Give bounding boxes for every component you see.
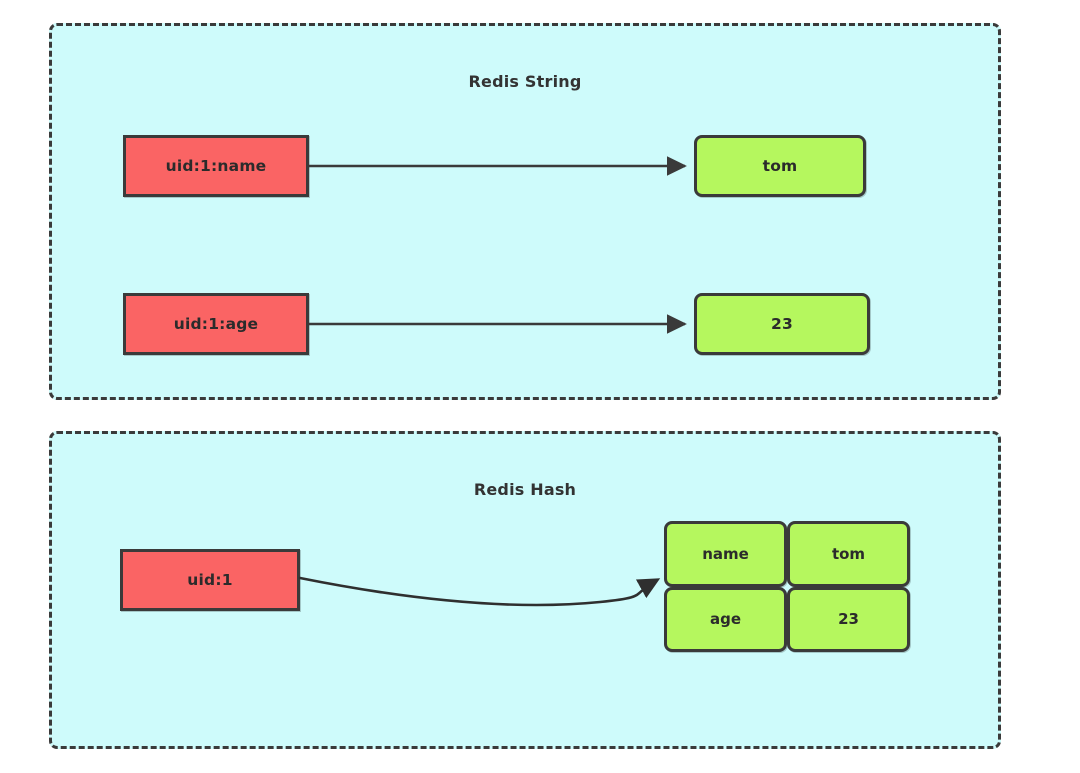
string-key-box-uid-1-age: uid:1:age [123,293,309,355]
redis-string-title: Redis String [468,72,582,91]
hash-value-tom: tom [787,521,910,587]
hash-value-23: 23 [787,586,910,652]
hash-field-age: age [664,586,787,652]
redis-hash-title: Redis Hash [473,480,577,499]
hash-key-box-uid-1: uid:1 [120,549,300,611]
string-key-box-uid-1-name: uid:1:name [123,135,309,197]
string-value-box-tom: tom [694,135,866,197]
hash-field-name: name [664,521,787,587]
hash-field-value-grid: name tom age 23 [664,521,910,652]
string-value-box-23: 23 [694,293,870,355]
